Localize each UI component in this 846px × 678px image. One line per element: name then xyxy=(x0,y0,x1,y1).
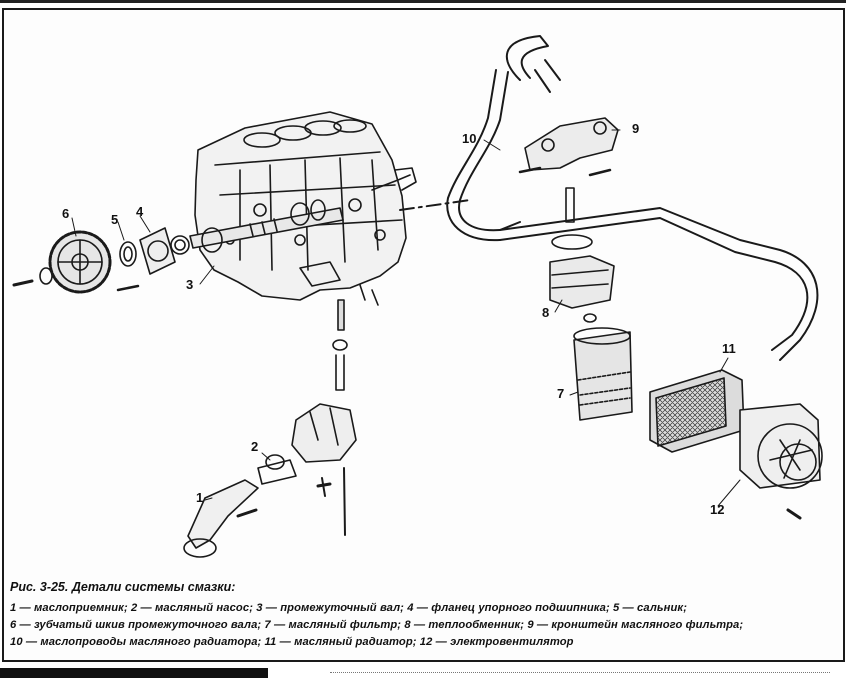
legend-line: 6 — зубчатый шкив промежуточного вала; 7… xyxy=(10,619,744,631)
callout-7: 7 xyxy=(557,386,565,401)
electric-fan xyxy=(739,403,823,520)
engine-block xyxy=(194,111,417,306)
callout-11: 11 xyxy=(722,341,736,356)
intermediate-shaft xyxy=(189,199,344,253)
pulley-bolt-washer xyxy=(12,267,140,292)
figure-frame xyxy=(2,8,845,662)
leader-lines xyxy=(71,129,741,507)
callout-1: 1 xyxy=(196,490,204,505)
callout-10: 10 xyxy=(462,131,477,146)
oil-pump xyxy=(257,299,357,536)
oil-pickup xyxy=(183,479,259,558)
callout-4: 4 xyxy=(136,204,144,219)
callout-8: 8 xyxy=(542,305,550,320)
oil-cooler-lines xyxy=(399,35,819,361)
callout-3: 3 xyxy=(186,277,194,292)
top-rule xyxy=(0,0,846,3)
thrust-bearing-flange xyxy=(139,227,190,275)
callout-2: 2 xyxy=(251,439,259,454)
legend-line: 10 — маслопроводы масляного радиатора; 1… xyxy=(10,636,574,648)
oil-filter xyxy=(573,327,633,421)
toothed-pulley xyxy=(48,230,112,294)
callout-12: 12 xyxy=(710,502,725,517)
figure-caption: Рис. 3-25. Детали системы смазки: 1 — ма… xyxy=(10,580,838,651)
callout-6: 6 xyxy=(62,206,70,221)
oil-radiator xyxy=(649,369,745,453)
page-bottom-text-bleed xyxy=(330,672,830,677)
legend-line: 1 — маслоприемник; 2 — масляный насос; 3… xyxy=(10,602,688,614)
caption-title: Рис. 3-25. Детали системы смазки: xyxy=(10,580,236,594)
oil-filter-bracket xyxy=(518,117,619,223)
oil-seal xyxy=(119,241,137,267)
callout-9: 9 xyxy=(632,121,640,136)
heat-exchanger xyxy=(549,234,615,323)
page-bottom-bar xyxy=(0,668,268,678)
callout-5: 5 xyxy=(111,212,119,227)
